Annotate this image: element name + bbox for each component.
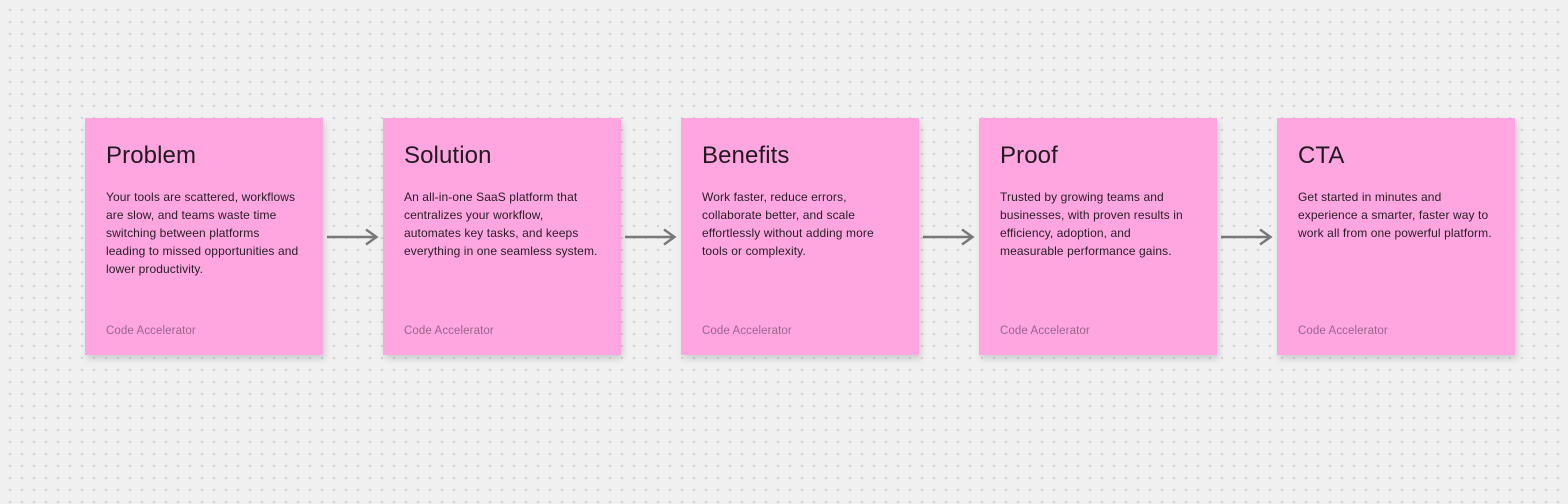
sticky-note-author: Code Accelerator xyxy=(404,325,494,337)
connector-proof-cta[interactable] xyxy=(1217,118,1277,355)
sticky-note-body: An all-in-one SaaS platform that central… xyxy=(404,189,598,258)
sticky-note-body: Your tools are scattered, workflows are … xyxy=(106,189,299,276)
sticky-note-cta[interactable]: CTA Get started in minutes and experienc… xyxy=(1277,118,1515,355)
sticky-note-body: Work faster, reduce errors, collaborate … xyxy=(702,189,874,258)
connector-benefits-proof[interactable] xyxy=(919,118,979,355)
sticky-note-flow: Problem Your tools are scattered, workfl… xyxy=(85,118,1515,355)
sticky-note-title: CTA xyxy=(1298,142,1345,169)
sticky-note-title: Solution xyxy=(404,142,492,169)
sticky-note-proof[interactable]: Proof Trusted by growing teams and busin… xyxy=(979,118,1217,355)
sticky-note-title: Problem xyxy=(106,142,197,169)
arrow-right-icon xyxy=(923,228,975,245)
sticky-note-body: Get started in minutes and experience a … xyxy=(1298,189,1492,240)
arrow-right-icon xyxy=(1221,228,1273,245)
sticky-note-author: Code Accelerator xyxy=(1000,325,1090,337)
sticky-note-body: Trusted by growing teams and businesses,… xyxy=(1000,189,1183,258)
sticky-note-title: Proof xyxy=(1000,142,1058,169)
sticky-note-author: Code Accelerator xyxy=(106,325,196,337)
sticky-note-benefits[interactable]: Benefits Work faster, reduce errors, col… xyxy=(681,118,919,355)
sticky-note-author: Code Accelerator xyxy=(1298,325,1388,337)
connector-solution-benefits[interactable] xyxy=(621,118,681,355)
sticky-note-problem[interactable]: Problem Your tools are scattered, workfl… xyxy=(85,118,323,355)
connector-problem-solution[interactable] xyxy=(323,118,383,355)
sticky-note-solution[interactable]: Solution An all-in-one SaaS platform tha… xyxy=(383,118,621,355)
arrow-right-icon xyxy=(327,228,379,245)
sticky-note-title: Benefits xyxy=(702,142,790,169)
arrow-right-icon xyxy=(625,228,677,245)
sticky-note-author: Code Accelerator xyxy=(702,325,792,337)
